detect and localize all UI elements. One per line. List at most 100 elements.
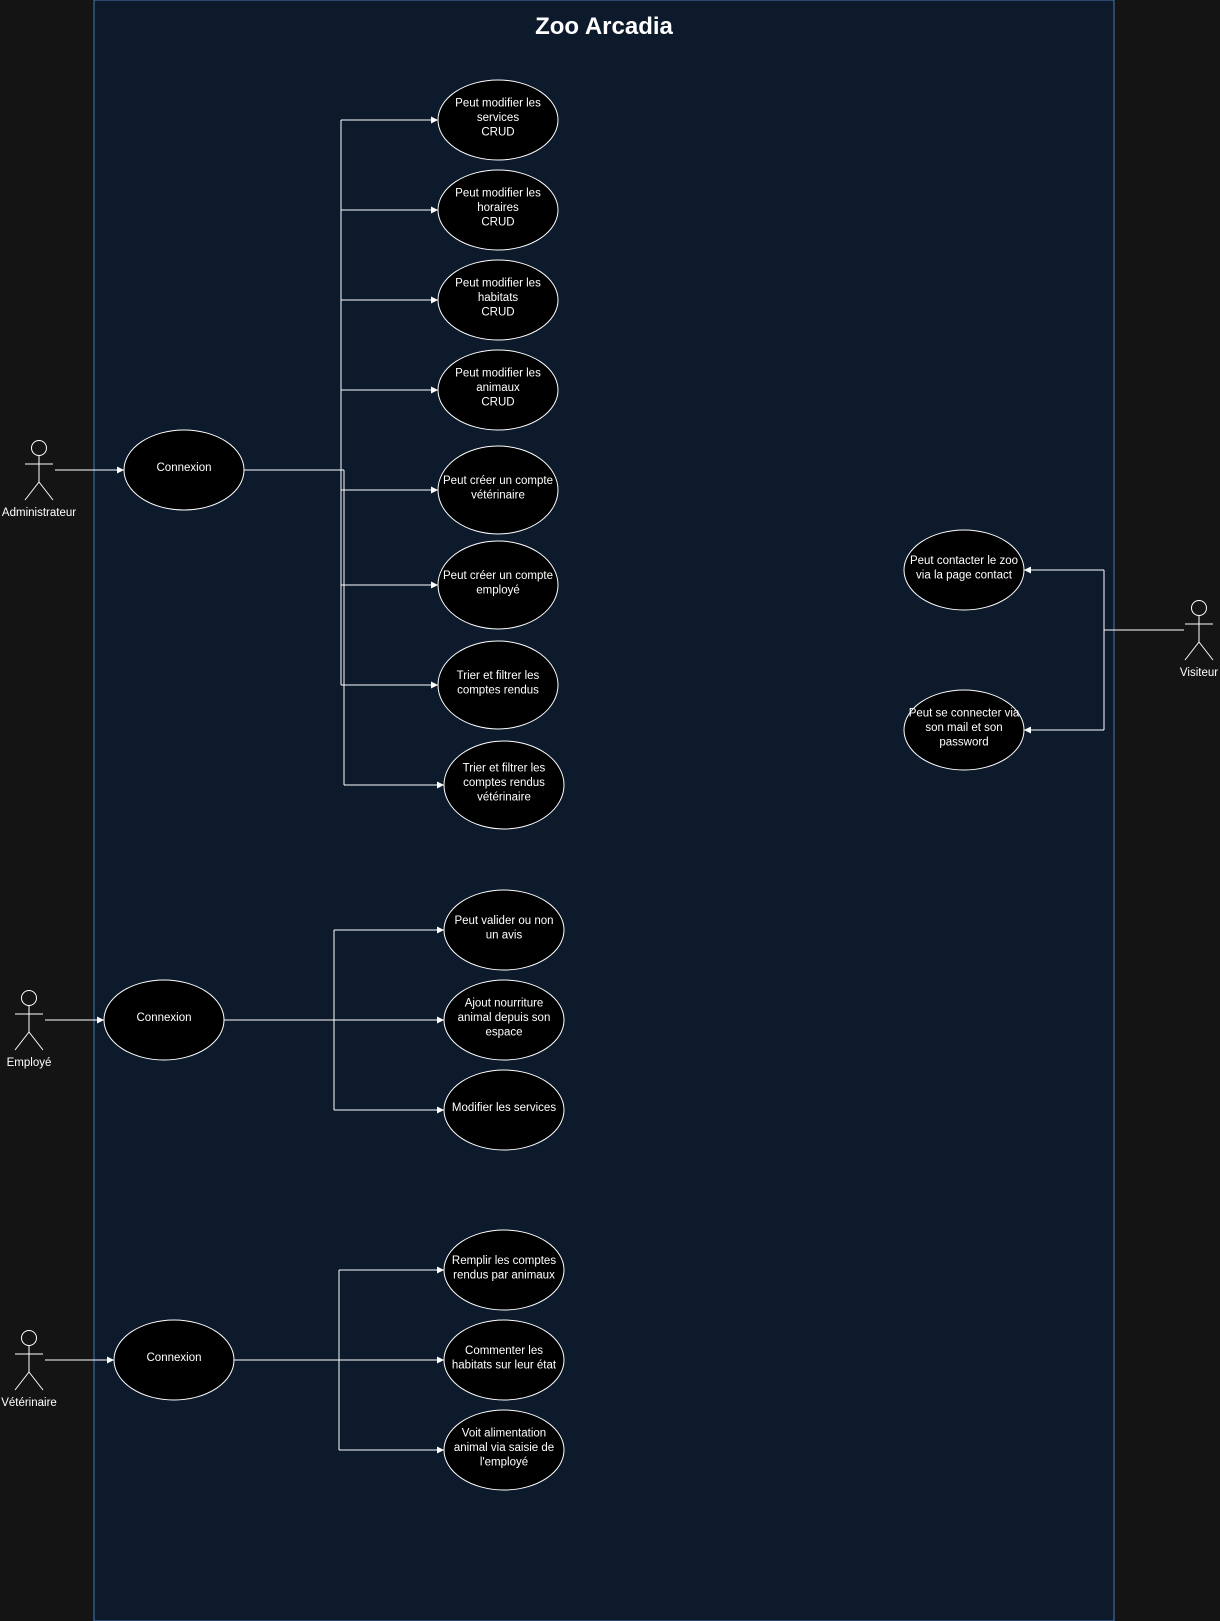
actor-administrateur-body <box>24 455 54 501</box>
veterinaire-case-3-label-line: l'employé <box>480 1457 528 1469</box>
actor-employe-body <box>14 1005 44 1051</box>
veterinaire-connexion-ellipse-shape <box>113 1319 235 1401</box>
employe-case-1: Peut valider ou non un avis <box>443 889 565 971</box>
admin-case-5-label-line: vétérinaire <box>471 489 525 501</box>
admin-case-7-label-line: comptes rendus <box>457 684 539 696</box>
veterinaire-case-1-shape <box>443 1229 565 1311</box>
employe-case-1-label-line: Peut valider ou non <box>454 915 553 927</box>
employe-case-3-shape <box>443 1069 565 1151</box>
veterinaire-case-2-label-line: Commenter les <box>465 1345 543 1357</box>
visiteur-case-1-shape <box>903 529 1025 611</box>
admin-case-5-shape <box>437 445 559 535</box>
admin-case-2-label-line: Peut modifier les <box>455 188 541 200</box>
actor-employe-label: Employé <box>7 1057 52 1069</box>
veterinaire-connexion-ellipse-label-line: Connexion <box>147 1352 202 1364</box>
actor-veterinaire-body <box>14 1345 44 1391</box>
employe-case-2-label-line: espace <box>485 1027 522 1039</box>
veterinaire-case-3-label-line: animal via saisie de <box>454 1442 554 1454</box>
admin-case-8-label-line: vétérinaire <box>477 792 531 804</box>
employe-case-2-label-line: animal depuis son <box>458 1012 551 1024</box>
actor-employe-head <box>21 990 37 1006</box>
admin-case-7-label-line: Trier et filtrer les <box>457 670 540 682</box>
admin-case-4-label-line: Peut modifier les <box>455 368 541 380</box>
visiteur-case-1-label-line: via la page contact <box>916 569 1013 581</box>
visiteur-case-2-label-line: son mail et son <box>925 722 1002 734</box>
admin-case-7-shape <box>437 640 559 730</box>
admin-case-1-shape <box>437 79 559 161</box>
actor-visiteur: Visiteur <box>1180 600 1218 679</box>
admin-case-8-shape <box>443 740 565 830</box>
veterinaire-case-1-label-line: Remplir les comptes <box>452 1255 556 1267</box>
veterinaire-connexion-ellipse: Connexion <box>113 1319 235 1401</box>
veterinaire-case-2-label-line: habitats sur leur état <box>452 1359 557 1371</box>
visiteur-case-1-label-line: Peut contacter le zoo <box>910 555 1018 567</box>
veterinaire-case-3-label-line: Voit alimentation <box>462 1428 546 1440</box>
actor-veterinaire-head <box>21 1330 37 1346</box>
admin-case-6-label-line: Peut créer un compte <box>443 570 553 582</box>
admin-case-1-label-line: Peut modifier les <box>455 98 541 110</box>
veterinaire-case-2: Commenter les habitats sur leur état <box>443 1319 565 1401</box>
admin-case-8: Trier et filtrer les comptes rendus vétéri… <box>443 740 565 830</box>
connectors <box>45 116 1184 1454</box>
veterinaire-case-3: Voit alimentation animal via saisie de l'e… <box>443 1409 565 1491</box>
admin-case-8-label-line: comptes rendus <box>463 777 545 789</box>
admin-connexion-ellipse-label-line: Connexion <box>157 462 212 474</box>
employe-case-2-shape <box>443 979 565 1061</box>
visiteur-case-2-label-line: password <box>939 737 988 749</box>
admin-case-6-label-line: employé <box>476 584 519 596</box>
actor-visiteur-head <box>1191 600 1207 616</box>
visiteur-case-2: Peut se connecter via son mail et son pass… <box>903 689 1025 771</box>
admin-case-4-label-line: animaux <box>476 382 520 394</box>
veterinaire-case-1: Remplir les comptes rendus par animaux <box>443 1229 565 1311</box>
veterinaire-case-1-label-line: rendus par animaux <box>453 1269 555 1281</box>
admin-case-4-label-line: CRUD <box>481 397 514 409</box>
admin-case-5-label-line: Peut créer un compte <box>443 475 553 487</box>
admin-connexion-ellipse: Connexion <box>123 429 245 511</box>
admin-case-3-shape <box>437 259 559 341</box>
employe-case-1-shape <box>443 889 565 971</box>
veterinaire-case-3-shape <box>443 1409 565 1491</box>
admin-case-8-label-line: Trier et filtrer les <box>463 763 546 775</box>
admin-case-3-label-line: habitats <box>478 292 519 304</box>
visiteur-case-1: Peut contacter le zoo via la page contact <box>903 529 1025 611</box>
system-boundary <box>93 0 1115 1621</box>
admin-connexion-ellipse-shape <box>123 429 245 511</box>
admin-case-1-label-line: CRUD <box>481 127 514 139</box>
employe-case-1-label-line: un avis <box>486 929 523 941</box>
admin-case-2-label-line: horaires <box>477 202 519 214</box>
actor-administrateur: Administrateur <box>2 440 76 519</box>
actor-veterinaire-label: Vétérinaire <box>1 1397 57 1409</box>
actor-visiteur-label: Visiteur <box>1180 667 1218 679</box>
employe-case-3-label-line: Modifier les services <box>452 1102 556 1114</box>
actor-employe: Employé <box>7 990 52 1069</box>
actor-administrateur-label: Administrateur <box>2 507 76 519</box>
visiteur-case-2-shape <box>903 689 1025 771</box>
admin-case-3-label-line: Peut modifier les <box>455 278 541 290</box>
admin-case-1-label-line: services <box>477 112 519 124</box>
employe-connexion-ellipse: Connexion <box>103 979 225 1061</box>
employe-case-3: Modifier les services <box>443 1069 565 1151</box>
actor-visiteur-body <box>1184 615 1214 661</box>
employe-connexion-ellipse-shape <box>103 979 225 1061</box>
visiteur-case-2-label-line: Peut se connecter via <box>909 708 1020 720</box>
diagram-title: Zoo Arcadia <box>535 13 673 40</box>
admin-case-6-shape <box>437 540 559 630</box>
actor-veterinaire: Vétérinaire <box>1 1330 57 1409</box>
admin-case-4-shape <box>437 349 559 431</box>
veterinaire-case-2-shape <box>443 1319 565 1401</box>
admin-case-3-label-line: CRUD <box>481 307 514 319</box>
employe-connexion-ellipse-label-line: Connexion <box>137 1012 192 1024</box>
employe-case-2: Ajout nourriture animal depuis son espace <box>443 979 565 1061</box>
admin-case-2-shape <box>437 169 559 251</box>
employe-case-2-label-line: Ajout nourriture <box>465 998 544 1010</box>
admin-case-2-label-line: CRUD <box>481 217 514 229</box>
actor-administrateur-head <box>31 440 47 456</box>
admin-case-5: Peut créer un compte vétérinaire <box>437 445 559 535</box>
